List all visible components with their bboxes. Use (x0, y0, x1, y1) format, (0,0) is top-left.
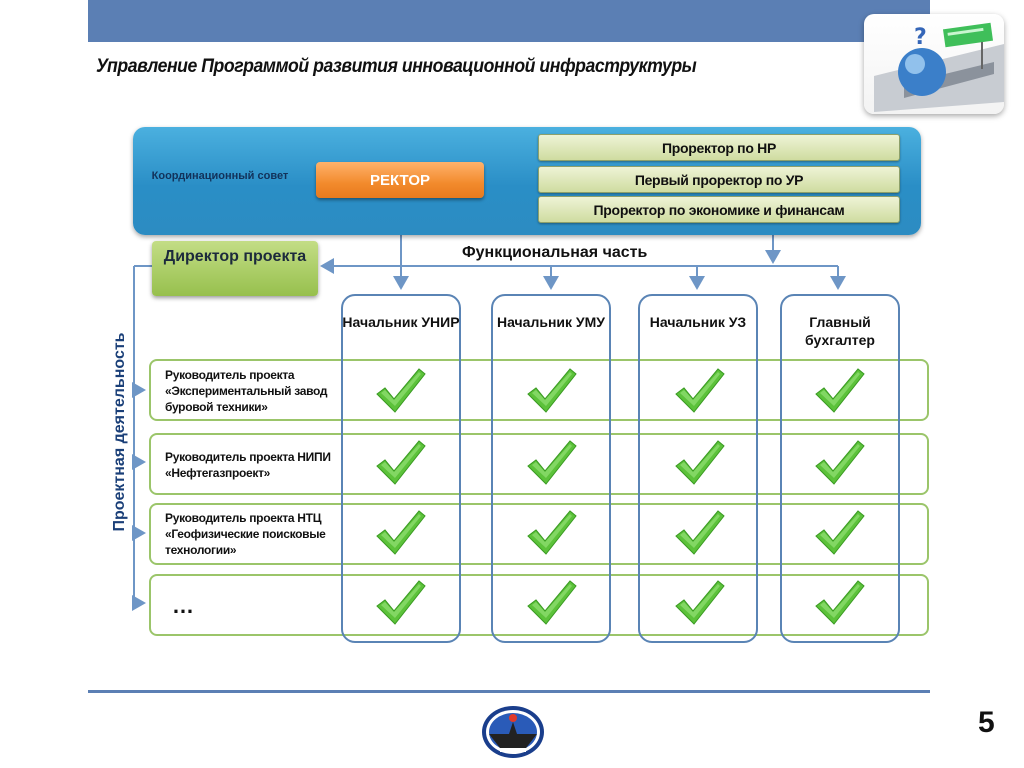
check-mark-icon (375, 366, 427, 414)
check-mark-icon (526, 508, 578, 556)
function-column (491, 294, 611, 643)
header-accent-bar (88, 0, 930, 42)
project-director-box: Директор проекта (152, 241, 318, 296)
project-row-label: Руководитель проекта НТЦ «Геофизические … (165, 511, 326, 557)
check-mark-icon (526, 578, 578, 626)
first-prorector-box: Первый проректор по УР (538, 166, 900, 193)
column-header-uz: Начальник УЗ (649, 314, 747, 330)
prorector-finance-box: Проректор по экономике и финансам (538, 196, 900, 223)
check-mark-icon (814, 438, 866, 486)
check-mark-icon (375, 578, 427, 626)
functional-part-label: Функциональная часть (462, 244, 648, 261)
check-mark-icon (375, 438, 427, 486)
project-row-label: Руководитель проекта НИПИ «Нефтегазпроек… (165, 450, 331, 480)
project-row (149, 503, 929, 565)
project-row (149, 574, 929, 636)
check-mark-icon (814, 508, 866, 556)
footer-divider (88, 690, 930, 693)
column-header-umu: Начальник УМУ (496, 314, 605, 330)
project-activity-label: Проектная деятельность (111, 332, 128, 532)
column-header-accountant: Главный бухгалтер (805, 314, 875, 348)
check-mark-icon (674, 366, 726, 414)
function-column (780, 294, 900, 643)
page-number: 5 (978, 706, 995, 739)
question-sphere-illustration: ? (864, 14, 1004, 114)
svg-text:?: ? (914, 25, 927, 50)
check-mark-icon (375, 508, 427, 556)
check-mark-icon (526, 366, 578, 414)
check-mark-icon (814, 366, 866, 414)
check-mark-icon (526, 438, 578, 486)
coordination-council-label: Координационный совет (151, 170, 289, 182)
project-row (149, 433, 929, 495)
function-column (341, 294, 461, 643)
university-emblem (480, 704, 546, 760)
more-projects-ellipsis: … (172, 593, 196, 618)
project-row-label: Руководитель проекта «Экспериментальный … (165, 368, 328, 414)
check-mark-icon (674, 508, 726, 556)
question-sphere-icon: ? (874, 22, 1004, 112)
project-row (149, 359, 929, 421)
column-header-unir: Начальник УНИР (342, 314, 460, 330)
slide-title: Управление Программой развития инновацио… (96, 56, 697, 77)
check-mark-icon (674, 578, 726, 626)
check-mark-icon (674, 438, 726, 486)
check-mark-icon (814, 578, 866, 626)
prorector-research-box: Проректор по НР (538, 134, 900, 161)
function-column (638, 294, 758, 643)
rector-box: РЕКТОР (316, 162, 484, 198)
emblem-icon (482, 706, 544, 758)
